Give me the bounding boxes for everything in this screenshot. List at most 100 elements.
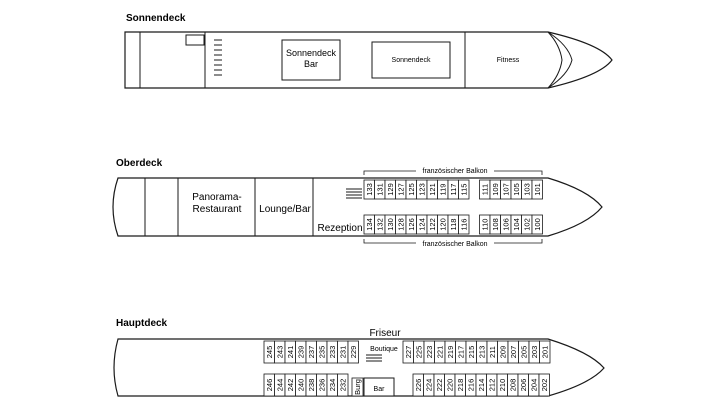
cabin-number: 206: [519, 379, 528, 392]
cabin-number: 120: [438, 218, 447, 231]
cabin-number: 202: [540, 379, 549, 392]
cabin-number: 226: [414, 379, 423, 392]
cabin-number: 107: [501, 183, 510, 196]
boutique-label: Boutique: [370, 346, 398, 353]
sonnendeck-bar-label-2: Bar: [304, 59, 318, 69]
reception-label: Rezeption: [317, 223, 362, 234]
cabin-number: 127: [396, 183, 405, 196]
fitness-label: Fitness: [497, 57, 520, 64]
sonnendeck-hull: [124, 31, 613, 89]
cabin-box: [539, 340, 551, 364]
cabin-number: 243: [275, 346, 284, 359]
cabin-number: 103: [522, 183, 531, 196]
cabin-number: 101: [533, 183, 542, 196]
cabin-box: [531, 214, 543, 235]
cabin-number: 124: [417, 218, 426, 231]
sonnendeck-bar-box: [281, 39, 341, 81]
cabin-number: 219: [446, 346, 455, 359]
cabin-number: 130: [386, 218, 395, 231]
balcony-bottom-label: französischer Balkon: [423, 241, 488, 248]
cabin-number: 246: [265, 379, 274, 392]
sonnendeck-bar-label-1: Sonnendeck: [286, 48, 337, 58]
cabin-number: 201: [540, 346, 549, 359]
restaurant-label-2: Restaurant: [193, 204, 242, 215]
cabin-number: 231: [338, 346, 347, 359]
cabin-number: 131: [375, 183, 384, 196]
cabin-number: 111: [480, 184, 489, 195]
sonnendeck-seating: [214, 39, 222, 76]
cabin-number: 104: [512, 218, 521, 231]
cabin-number: 232: [338, 379, 347, 392]
cabin-number: 129: [386, 183, 395, 196]
cabin-number: 109: [491, 183, 500, 196]
burg-cabin: [351, 377, 364, 397]
hauptdeck-bar-box: [363, 377, 395, 397]
cabin-number: 213: [477, 346, 486, 359]
cabin-number: 218: [456, 379, 465, 392]
cabin-number: 203: [530, 346, 539, 359]
cabin-number: 215: [467, 346, 476, 359]
cabin-number: 221: [435, 346, 444, 359]
cabin-number: 106: [501, 218, 510, 231]
cabin-number: 237: [307, 346, 316, 359]
cabin-number: 125: [407, 183, 416, 196]
cabin-number: 225: [414, 346, 423, 359]
restaurant-label-1: Panorama-: [192, 192, 241, 203]
cabin-number: 211: [488, 346, 497, 358]
cabin-box: [538, 373, 550, 397]
cabin-number: 132: [375, 218, 384, 231]
cabin-number: 134: [365, 218, 374, 231]
cabin-number: 118: [449, 219, 458, 231]
cabin-number: 208: [508, 379, 517, 392]
hauptdeck-bar-label: Bar: [374, 386, 386, 393]
cabin-number: 117: [449, 184, 458, 196]
cabin-number: 227: [404, 346, 413, 359]
sonnendeck-title: Sonnendeck: [126, 13, 186, 24]
friseur-label: Friseur: [369, 328, 401, 339]
cabin-number: 110: [480, 219, 489, 231]
cabin-box: [458, 179, 470, 200]
sonnendeck-sun-box: [371, 41, 451, 79]
cabin-number: 235: [317, 346, 326, 359]
cabin-number: 217: [456, 346, 465, 359]
cabin-number: 244: [275, 379, 284, 392]
cabin-number: 121: [428, 183, 437, 196]
cabin-number: 123: [417, 183, 426, 196]
cabin-number: 236: [317, 379, 326, 392]
balcony-bracket-top: [363, 170, 543, 175]
cabin-number: 222: [435, 379, 444, 392]
cabin-box: [531, 179, 543, 200]
cabin-number: 115: [459, 184, 468, 196]
cabin-number: 119: [438, 184, 447, 196]
cabin-number: 234: [328, 379, 337, 392]
cabin-number: 102: [522, 218, 531, 231]
cabin-number: 229: [349, 346, 358, 359]
cabin-number: 233: [328, 346, 337, 359]
burg-label: Burg: [353, 379, 362, 395]
cabin-number: 209: [498, 346, 507, 359]
cabin-number: 100: [533, 218, 542, 231]
sonnendeck-sun-label: Sonnendeck: [392, 57, 431, 64]
cabin-number: 204: [529, 379, 538, 392]
cabin-number: 220: [445, 379, 454, 392]
oberdeck-stairs: [346, 188, 362, 199]
balcony-bracket-bottom: [363, 239, 543, 244]
cabin-number: 245: [265, 346, 274, 359]
cabin-number: 239: [296, 346, 305, 359]
oberdeck-title: Oberdeck: [116, 158, 163, 169]
cabin-number: 238: [307, 379, 316, 392]
cabin-box: [347, 340, 359, 364]
cabin-box: [337, 373, 349, 397]
hauptdeck-stairs: [366, 354, 382, 362]
cabin-number: 216: [466, 379, 475, 392]
cabin-number: 133: [365, 183, 374, 196]
cabin-number: 224: [424, 379, 433, 392]
cabin-number: 128: [396, 218, 405, 231]
